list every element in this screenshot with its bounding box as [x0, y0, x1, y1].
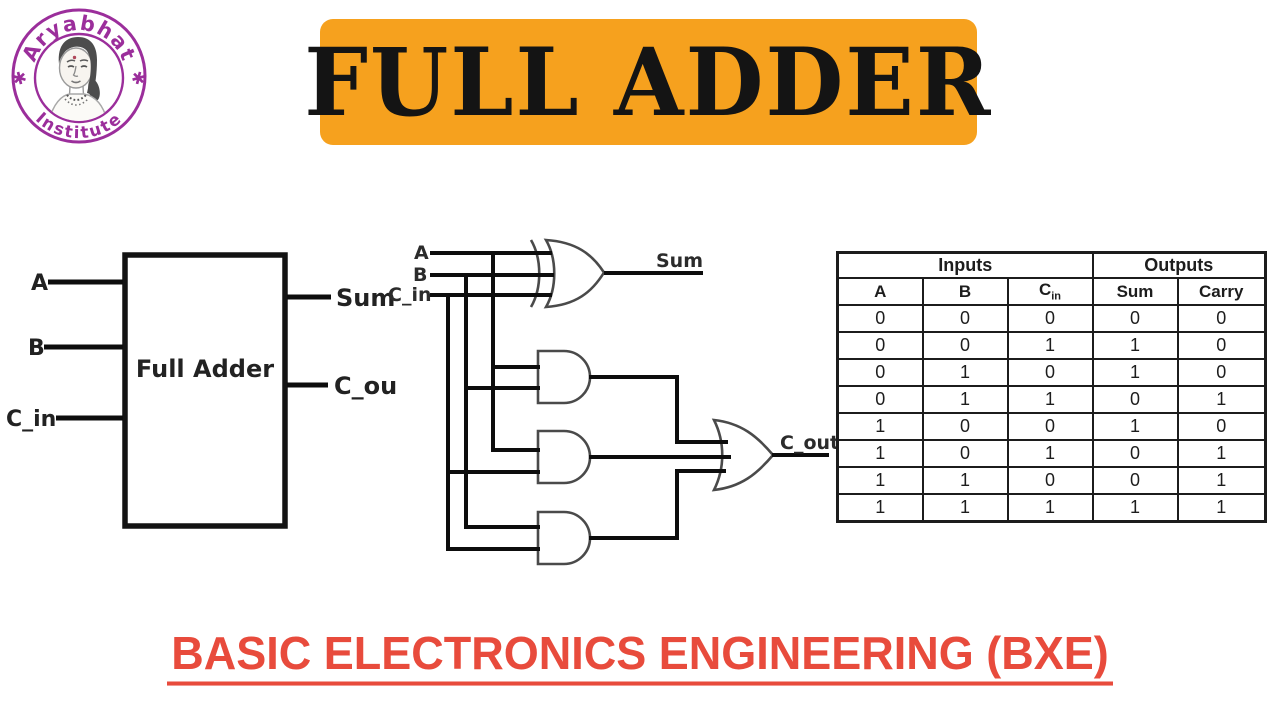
- table-cell: 1: [1091, 331, 1179, 360]
- table-cell: 0: [1091, 439, 1179, 468]
- table-col-header: B: [921, 277, 1009, 306]
- portrait-bindi: [72, 55, 77, 60]
- table-cell: 1: [1176, 439, 1267, 468]
- table-cell: 1: [1006, 439, 1094, 468]
- table-cell: 1: [921, 358, 1009, 387]
- table-cell: 1: [836, 439, 924, 468]
- table-cell: 0: [1006, 412, 1094, 441]
- table-cell: 0: [1091, 466, 1179, 495]
- table-col-header: Cin: [1006, 277, 1094, 306]
- table-cell: 1: [1006, 331, 1094, 360]
- table-cell: 1: [921, 385, 1009, 414]
- xor-gate: [543, 238, 606, 309]
- gate-input-cin-label: C_in: [388, 284, 431, 306]
- table-cell: 0: [1091, 385, 1179, 414]
- footer: BASIC ELECTRONICS ENGINEERING (BXE): [0, 627, 1280, 686]
- and-gate-2: [536, 429, 592, 485]
- star-icon: ✱: [129, 68, 148, 91]
- table-cell: 1: [921, 493, 1009, 523]
- cout-label: C_out: [780, 432, 839, 454]
- table-group-header: Inputs: [836, 251, 1094, 279]
- table-group-header: Outputs: [1091, 251, 1267, 279]
- block-output-sum-label: Sum: [336, 284, 395, 312]
- table-cell: 1: [836, 466, 924, 495]
- gate-input-a-label: A: [414, 242, 429, 264]
- table-cell: 1: [836, 412, 924, 441]
- wire-and3-to-or: [589, 469, 726, 540]
- table-cell: 0: [1176, 412, 1267, 441]
- table-cell: 0: [836, 331, 924, 360]
- table-cell: 1: [1006, 385, 1094, 414]
- table-cell: 1: [921, 466, 1009, 495]
- and-gate-1: [536, 349, 592, 405]
- table-cell: 1: [1091, 412, 1179, 441]
- page-title: FULL ADDER: [304, 26, 993, 138]
- table-col-header: Sum: [1091, 277, 1179, 306]
- sum-label: Sum: [656, 250, 703, 272]
- table-cell: 0: [836, 358, 924, 387]
- table-cell: 0: [921, 412, 1009, 441]
- block-input-a-label: A: [31, 271, 48, 296]
- table-cell: 0: [1176, 304, 1267, 333]
- and-gate-3: [536, 510, 592, 566]
- table-cell: 1: [836, 493, 924, 523]
- aryabhat-portrait: [47, 37, 109, 121]
- full-adder-block: [122, 252, 288, 529]
- portrait-hair: [58, 37, 97, 95]
- block-diagram: A B C_in Sum C_ou Full Adder: [6, 252, 397, 529]
- table-cell: 0: [1006, 358, 1094, 387]
- gate-input-b-label: B: [413, 264, 427, 286]
- table-cell: 0: [836, 385, 924, 414]
- footer-title: BASIC ELECTRONICS ENGINEERING (BXE): [167, 627, 1113, 686]
- table-cell: 1: [1091, 358, 1179, 387]
- table-cell: 0: [1176, 331, 1267, 360]
- table-cell: 0: [1006, 466, 1094, 495]
- table-cell: 0: [921, 304, 1009, 333]
- block-output-cout-label: C_ou: [334, 372, 397, 400]
- wire-and1-to-or: [589, 375, 728, 444]
- table-cell: 0: [1176, 358, 1267, 387]
- table-cell: 1: [1091, 493, 1179, 523]
- table-col-header: Carry: [1176, 277, 1267, 306]
- table-cell: 1: [1176, 385, 1267, 414]
- table-cell: 0: [836, 304, 924, 333]
- block-input-cin-label: C_in: [6, 407, 56, 432]
- block-input-b-label: B: [28, 336, 45, 361]
- gate-circuit: A B C_in Sum C_out: [388, 238, 839, 566]
- table-cell: 0: [921, 439, 1009, 468]
- logo-outer-ring: [11, 8, 147, 144]
- title-banner: FULL ADDER: [304, 19, 991, 145]
- table-cell: 0: [1091, 304, 1179, 333]
- table-cell: 1: [1176, 466, 1267, 495]
- table-cell: 1: [1006, 493, 1094, 523]
- block-title: Full Adder: [136, 355, 274, 383]
- table-cell: 1: [1176, 493, 1267, 523]
- table-cell: 0: [921, 331, 1009, 360]
- star-icon: ✱: [10, 68, 29, 91]
- table-cell: 0: [1006, 304, 1094, 333]
- table-col-header: A: [836, 277, 924, 306]
- logo-inner-ring: [33, 32, 125, 124]
- institute-logo: Aryabhat Institute ✱ ✱: [10, 8, 148, 144]
